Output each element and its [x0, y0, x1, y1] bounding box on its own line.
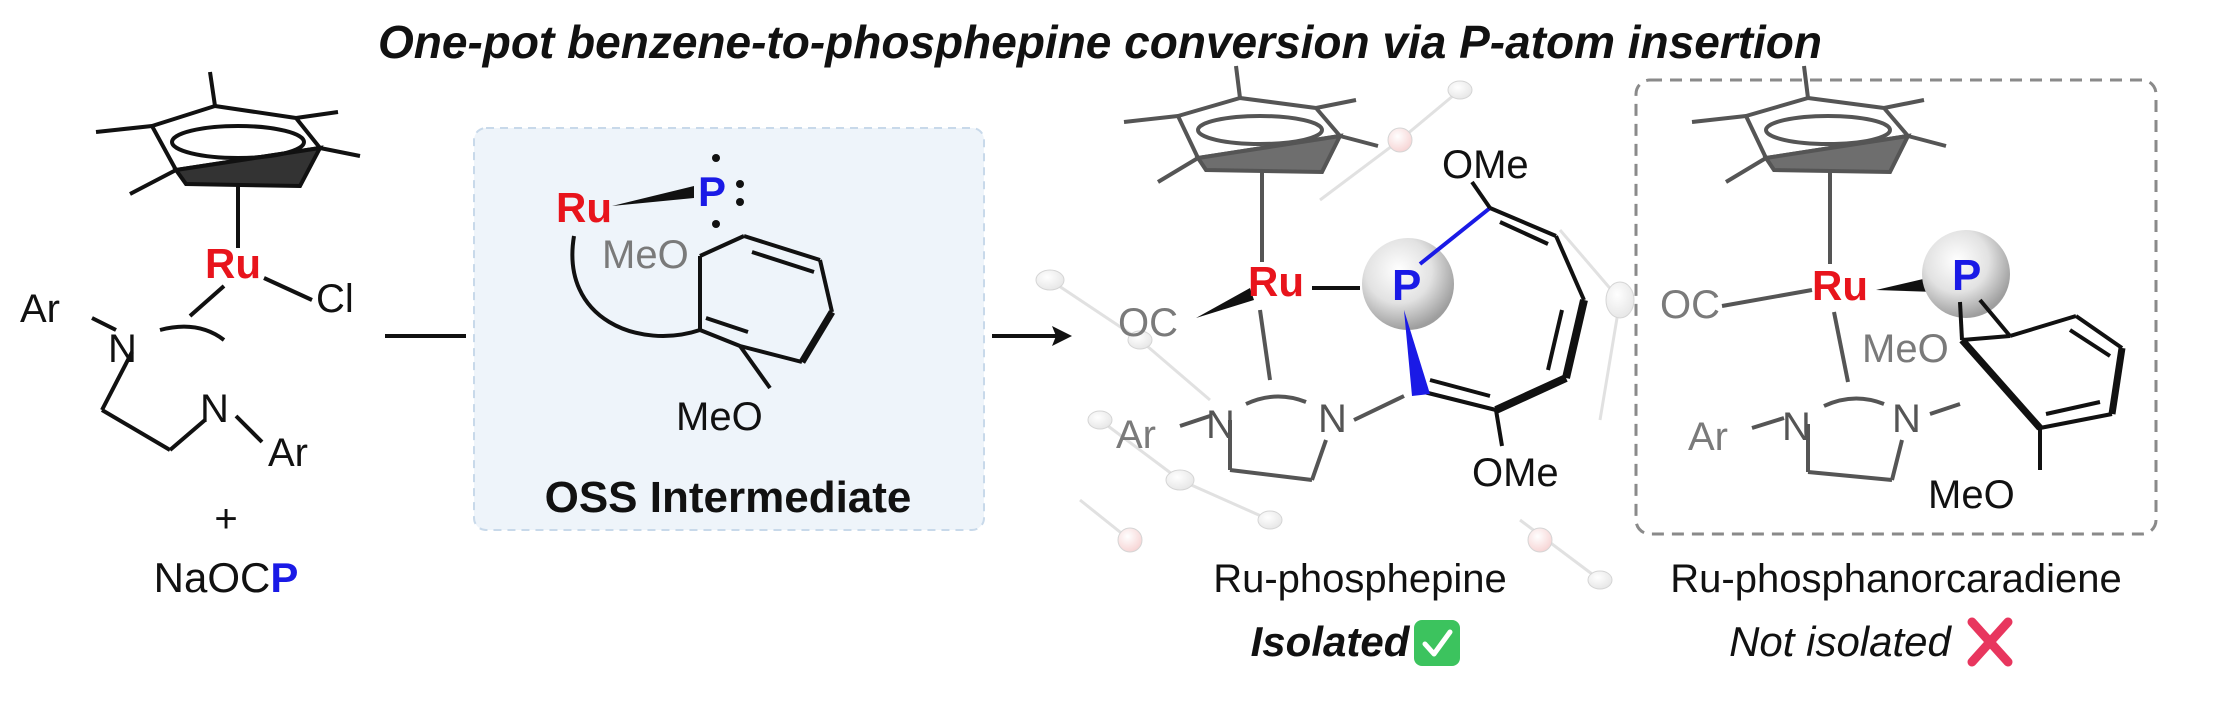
norcaradiene-ar: Ar: [1688, 415, 1728, 459]
norcaradiene-oc: OC: [1660, 283, 1720, 327]
phosphepine-p: P: [1392, 261, 1421, 310]
norcaradiene-ring: [1958, 298, 2126, 470]
intermediate-label: OSS Intermediate: [545, 473, 912, 522]
oss-intermediate-panel: Ru P MeO MeO OSS Intermediate: [473, 127, 985, 531]
phosphepine-ome-bottom: OMe: [1472, 451, 1559, 495]
phosphepine-status: Isolated: [1251, 618, 1411, 665]
intermediate-meo-top: MeO: [602, 233, 689, 277]
norcaradiene-name: Ru-phosphanorcaradiene: [1670, 557, 2121, 601]
norcaradiene-n-left: N: [1782, 405, 1811, 449]
reactant-ar-right: Ar: [268, 431, 308, 475]
norcaradiene-cp-ring: [1691, 65, 1947, 264]
intermediate-ru: Ru: [556, 184, 612, 231]
intermediate-meo-bottom: MeO: [676, 395, 763, 439]
phosphepine-nhc: [1179, 309, 1405, 482]
reagent-naocp: NaOCP: [154, 554, 299, 601]
anisole-ring: [698, 234, 836, 390]
phosphepine-ru: Ru: [1248, 258, 1304, 305]
norcaradiene-ru: Ru: [1812, 262, 1868, 309]
norcaradiene-p-sphere: [1922, 230, 2010, 318]
phosphepine-p-sphere: [1362, 238, 1454, 330]
reactant-ru-label: Ru: [205, 240, 261, 287]
phosphepine-n-left: N: [1206, 403, 1235, 447]
reactant-n-right: N: [200, 387, 229, 431]
intermediate-p: P: [698, 168, 726, 215]
norcaradiene-status: Not isolated: [1729, 618, 1952, 665]
phosphepine-ghost-structure: [1035, 80, 1635, 590]
phosphepine-name: Ru-phosphepine: [1213, 557, 1507, 601]
phosphepine-oc: OC: [1118, 301, 1178, 345]
reactant-plus: +: [214, 497, 237, 541]
reactant-n-left: N: [108, 327, 137, 371]
cross-icon: [1967, 617, 2013, 667]
phosphepine-ar: Ar: [1116, 413, 1156, 457]
reaction-arrow: [992, 326, 1072, 346]
phosphepine-ring: [1418, 180, 1588, 447]
reactant-complex: Ru Cl Ar N N Ar + NaOCP: [20, 71, 361, 601]
norcaradiene-n-right: N: [1892, 397, 1921, 441]
phosphepine-n-right: N: [1318, 397, 1347, 441]
nhc-ring: [91, 284, 264, 452]
scheme-title: One-pot benzene-to-phosphepine conversio…: [378, 16, 1822, 68]
norcaradiene-meo-mid: MeO: [1862, 327, 1949, 371]
reactant-ar-left: Ar: [20, 287, 60, 331]
phosphepine-cp-ring: [1123, 65, 1379, 262]
lone-pair-dots: [712, 154, 744, 228]
phosphepine-ome-top: OMe: [1442, 143, 1529, 187]
check-icon: [1414, 620, 1460, 666]
norcaradiene-meo-bottom: MeO: [1928, 473, 2015, 517]
norcaradiene-nhc: [1751, 311, 1961, 482]
norcaradiene-p: P: [1952, 251, 1981, 300]
reactant-cl-label: Cl: [316, 277, 354, 321]
reagent-p-atom: P: [270, 554, 298, 601]
ru-phosphepine-complex: OC Ru P OMe OMe: [1116, 65, 1588, 666]
ru-phosphanorcaradiene-complex: OC Ru P MeO MeO Ar: [1634, 65, 2158, 667]
cp-star-ring: [95, 71, 361, 248]
not-isolated-frame: [1634, 78, 2158, 536]
